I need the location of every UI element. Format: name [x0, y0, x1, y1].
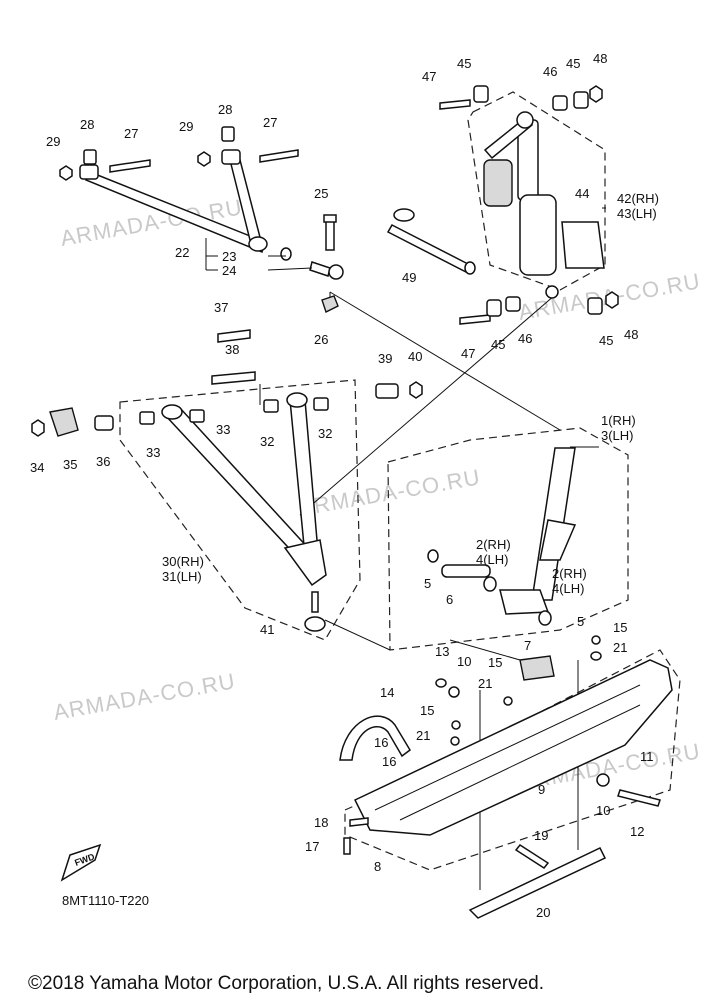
callout-30-rh: 30(RH) [162, 554, 204, 569]
callout-18: 18 [314, 815, 328, 830]
fwd-arrow-icon: FWD [60, 843, 102, 882]
leader-lines [205, 207, 606, 448]
callout-45: 45 [599, 333, 613, 348]
callout-31-lh: 31(LH) [162, 569, 202, 584]
callout-14: 14 [380, 685, 394, 700]
callout-13: 13 [435, 644, 449, 659]
ski-group-outline [344, 649, 681, 871]
callout-40: 40 [408, 349, 422, 364]
sway-bar-link [386, 208, 476, 275]
callout-21: 21 [416, 728, 430, 743]
callout-12: 12 [630, 824, 644, 839]
callout-labels: 1(RH) 3(LH) 2(RH) 4(LH) 2(RH) 4(LH) 5 5 … [30, 51, 659, 920]
callout-34: 34 [30, 460, 44, 475]
callout-9: 9 [538, 782, 545, 797]
callout-49: 49 [402, 270, 416, 285]
lower-a-arm [161, 392, 327, 587]
callout-36: 36 [96, 454, 110, 469]
callout-16: 16 [374, 735, 388, 750]
callout-20: 20 [536, 905, 550, 920]
callout-28: 28 [218, 102, 232, 117]
callout-5: 5 [424, 576, 431, 591]
diagram-code: 8MT1110-T220 [62, 893, 149, 908]
callout-11: 11 [640, 749, 654, 764]
callout-48: 48 [624, 327, 638, 342]
callout-15: 15 [613, 620, 627, 635]
callout-10: 10 [457, 654, 471, 669]
callout-15: 15 [420, 703, 434, 718]
callout-27: 27 [263, 115, 277, 130]
callout-32: 32 [260, 434, 274, 449]
callout-7: 7 [524, 638, 531, 653]
ski [339, 635, 673, 919]
callout-22: 22 [175, 245, 189, 260]
callout-21: 21 [478, 676, 492, 691]
callout-8: 8 [374, 859, 381, 874]
callout-48: 48 [593, 51, 607, 66]
callout-33: 33 [216, 422, 230, 437]
callout-37: 37 [214, 300, 228, 315]
spindle-group-outline [387, 427, 629, 651]
callout-46: 46 [518, 331, 532, 346]
callout-3-lh: 3(LH) [601, 428, 634, 443]
lower-arm-hardware [31, 329, 423, 632]
callout-45: 45 [491, 337, 505, 352]
copyright-notice: ©2018 Yamaha Motor Corporation, U.S.A. A… [28, 973, 544, 994]
group-outlines [119, 91, 681, 871]
lower-arm-group-outline [119, 379, 361, 641]
callout-33: 33 [146, 445, 160, 460]
callout-15: 15 [488, 655, 502, 670]
callout-45: 45 [566, 56, 580, 71]
callout-42-rh: 42(RH) [617, 191, 659, 206]
callout-10: 10 [596, 803, 610, 818]
upper-arm-hardware [59, 126, 344, 313]
watermark: ARMADA-CO.RU [52, 668, 238, 725]
callout-27: 27 [124, 126, 138, 141]
callout-32: 32 [318, 426, 332, 441]
callout-39: 39 [378, 351, 392, 366]
callout-35: 35 [63, 457, 77, 472]
callout-4-lh: 4(LH) [552, 581, 585, 596]
watermark: ARMADA-CO.RU [297, 464, 483, 521]
callout-43-lh: 43(LH) [617, 206, 657, 221]
callout-19: 19 [534, 828, 548, 843]
callout-29: 29 [179, 119, 193, 134]
upper-a-arm [79, 149, 268, 254]
callout-23: 23 [222, 249, 236, 264]
callout-45: 45 [457, 56, 471, 71]
callout-1-rh: 1(RH) [601, 413, 636, 428]
callout-17: 17 [305, 839, 319, 854]
spindle [427, 447, 577, 626]
callout-47: 47 [461, 346, 475, 361]
callout-4-lh: 4(LH) [476, 552, 509, 567]
callout-5: 5 [577, 614, 584, 629]
callout-21: 21 [613, 640, 627, 655]
callout-41: 41 [260, 622, 274, 637]
callout-46: 46 [543, 64, 557, 79]
callout-24: 24 [222, 263, 236, 278]
callout-44: 44 [575, 186, 589, 201]
callout-16: 16 [382, 754, 396, 769]
callout-47: 47 [422, 69, 436, 84]
callout-2-rh: 2(RH) [476, 537, 511, 552]
callout-26: 26 [314, 332, 328, 347]
callout-28: 28 [80, 117, 94, 132]
callout-2-rh: 2(RH) [552, 566, 587, 581]
callout-6: 6 [446, 592, 453, 607]
callout-29: 29 [46, 134, 60, 149]
callout-38: 38 [225, 342, 239, 357]
callout-25: 25 [314, 186, 328, 201]
shock-absorber [439, 85, 619, 325]
